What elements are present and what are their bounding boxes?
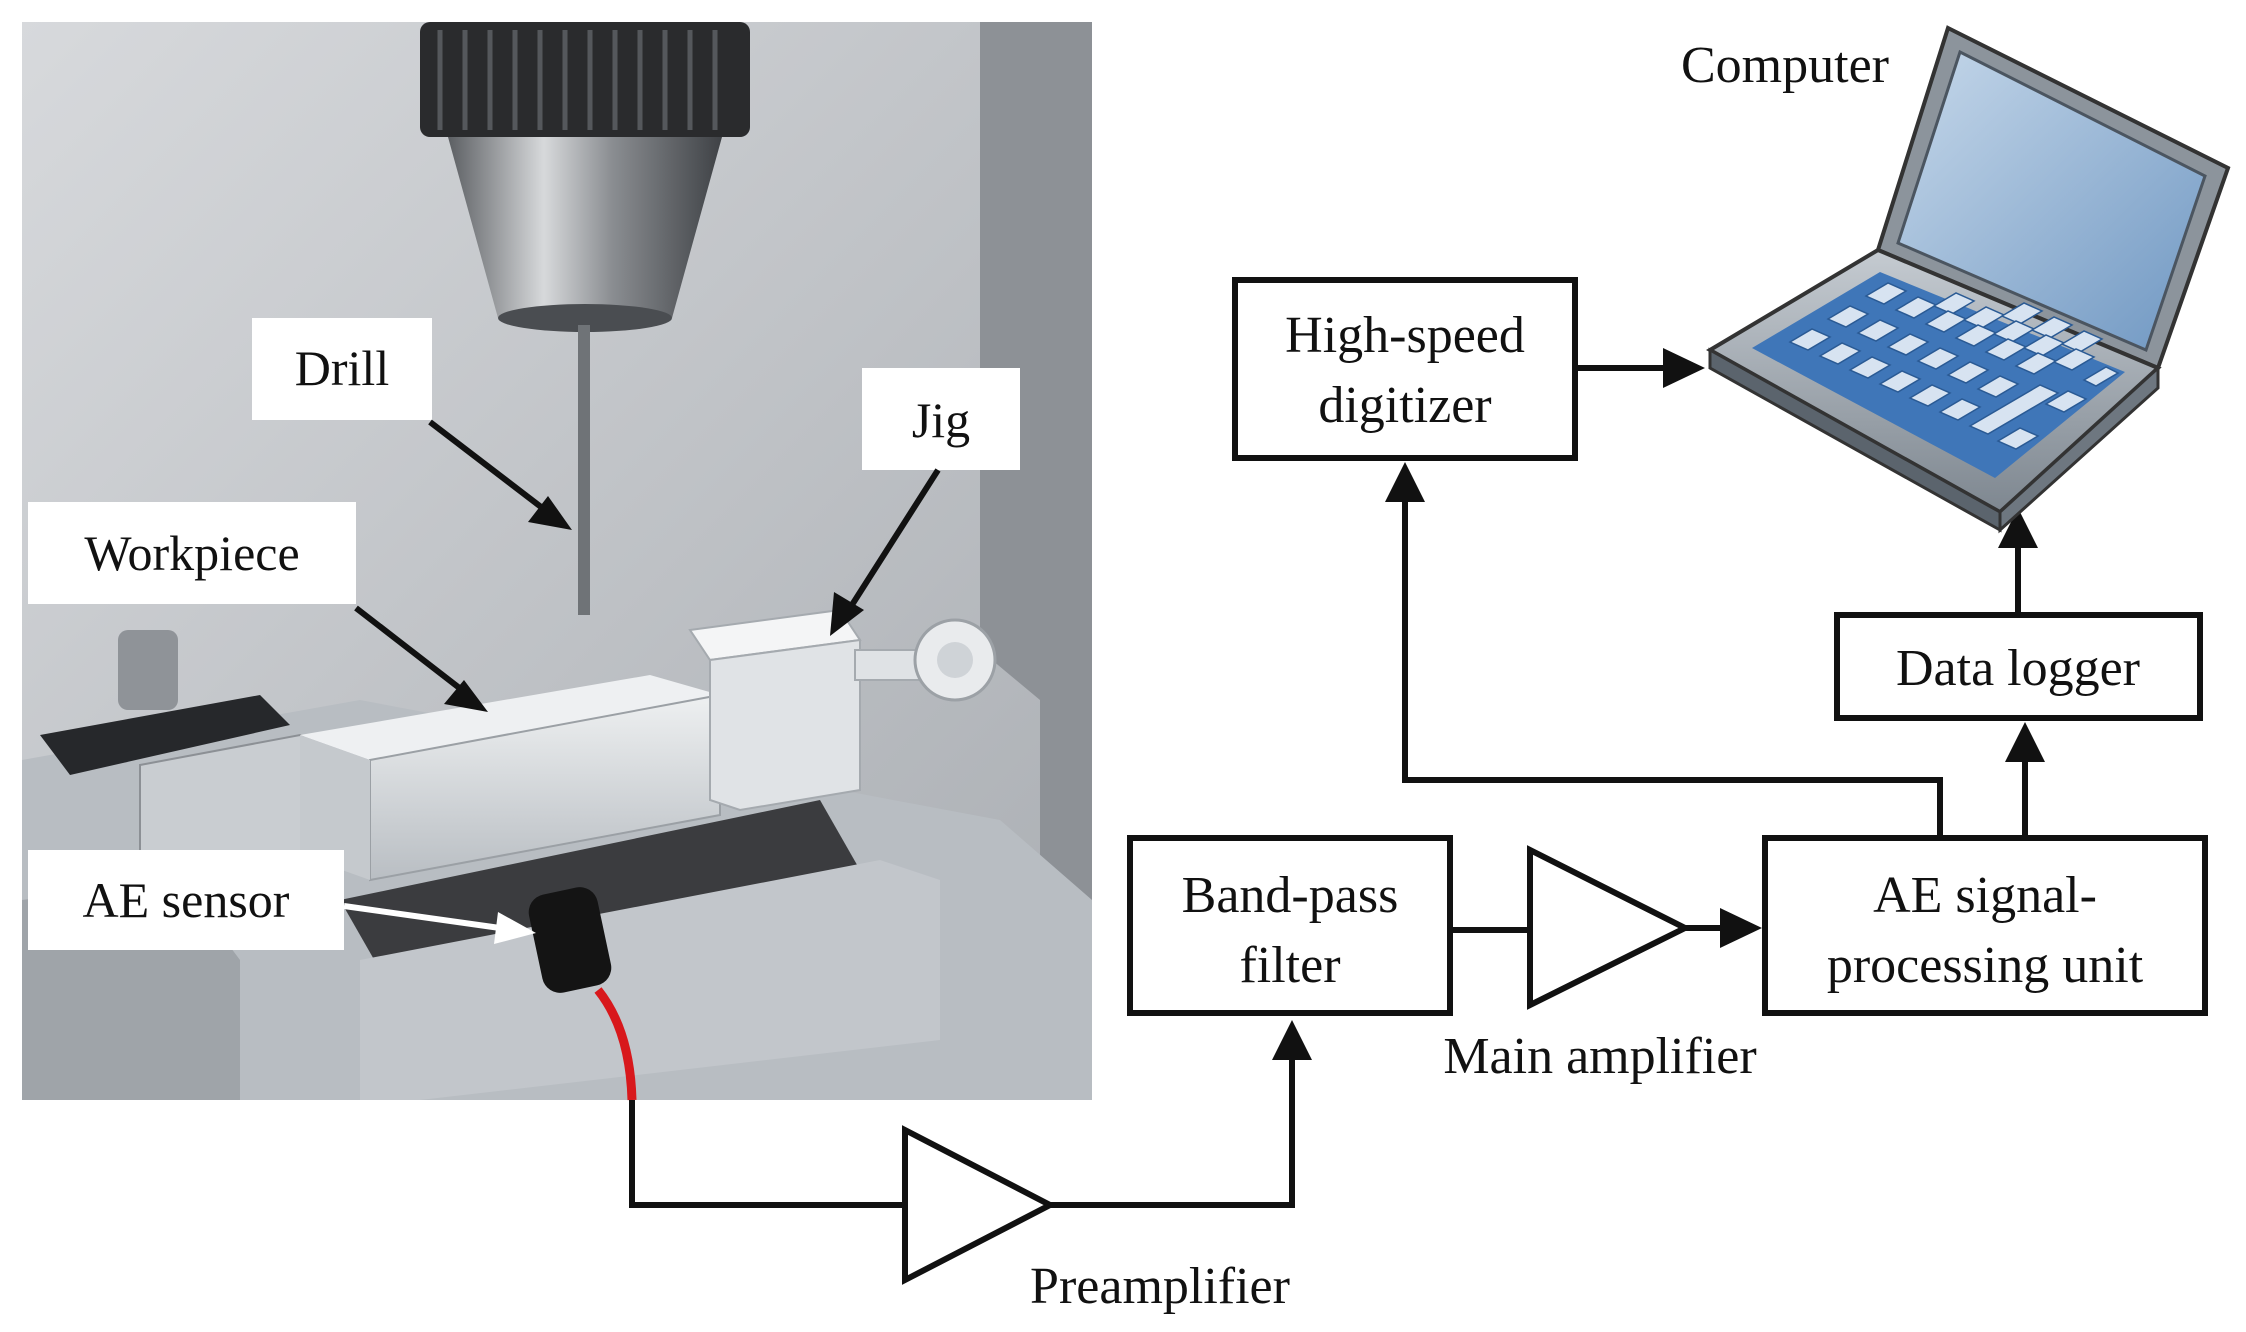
laptop-keys [1788, 282, 2120, 450]
arrow-into-filter [1272, 1020, 1312, 1060]
ae-sensor-device [528, 887, 612, 993]
bandpass-filter-label-line1: Band-pass [1182, 867, 1399, 924]
arrow-workpiece [354, 605, 488, 712]
digitizer-label-line2: digitizer [1318, 377, 1491, 434]
ae-signal-processing-unit-box [1762, 835, 2208, 1016]
ae-unit-label-line1: AE signal- [1873, 867, 2097, 924]
computer-label: Computer [1681, 37, 1889, 94]
label-ae-sensor-text: AE sensor [83, 872, 290, 928]
workpiece-block [300, 675, 721, 882]
bandpass-filter-box [1127, 835, 1453, 1016]
preamplifier-label: Preamplifier [1030, 1258, 1290, 1315]
arrow-jig [830, 468, 941, 636]
wire-ae-unit-to-digitizer [1402, 495, 1943, 838]
label-jig: Jig [862, 368, 1020, 470]
label-drill-text: Drill [295, 340, 389, 396]
vise-pad [40, 695, 290, 775]
drill-chuck [420, 22, 750, 332]
vise-front-block [360, 860, 940, 1100]
arrow-into-data-logger [2005, 722, 2045, 762]
ae-unit-label-line2: processing unit [1827, 937, 2144, 994]
label-workpiece: Workpiece [28, 502, 356, 604]
sensor-mount-bar [340, 800, 860, 970]
arrow-drill [428, 419, 572, 530]
data-logger-box [1834, 612, 2203, 721]
arrow-into-ae-unit [1720, 908, 1762, 948]
experimental-setup-photo [22, 22, 1092, 1100]
photo-wall [980, 22, 1092, 1100]
laptop-icon [1705, 25, 2231, 534]
arrow-into-computer-from-logger [1998, 508, 2038, 548]
main-amplifier-symbol [1527, 845, 1692, 1010]
data-logger-label: Data logger [1896, 640, 2140, 697]
jig-block [688, 608, 997, 812]
label-drill: Drill [252, 318, 432, 420]
label-ae-sensor: AE sensor [28, 850, 344, 950]
arrow-ae-sensor [343, 903, 536, 944]
main-amplifier-label: Main amplifier [1443, 1028, 1756, 1085]
preamplifier-symbol [902, 1125, 1057, 1285]
sensor-cable [594, 987, 637, 1101]
digitizer-label-line1: High-speed [1285, 307, 1525, 364]
vise-pin [118, 630, 178, 710]
wire-preamp-to-filter [1050, 1055, 1295, 1208]
high-speed-digitizer-box [1232, 277, 1578, 461]
arrow-into-computer-from-digitizer [1663, 348, 1705, 388]
label-workpiece-text: Workpiece [84, 525, 299, 581]
wire-sensor-to-preamp [629, 1100, 905, 1208]
arrow-into-digitizer [1385, 462, 1425, 502]
drill-bit [578, 325, 590, 615]
label-jig-text: Jig [912, 392, 970, 448]
bandpass-filter-label-line2: filter [1239, 937, 1340, 994]
